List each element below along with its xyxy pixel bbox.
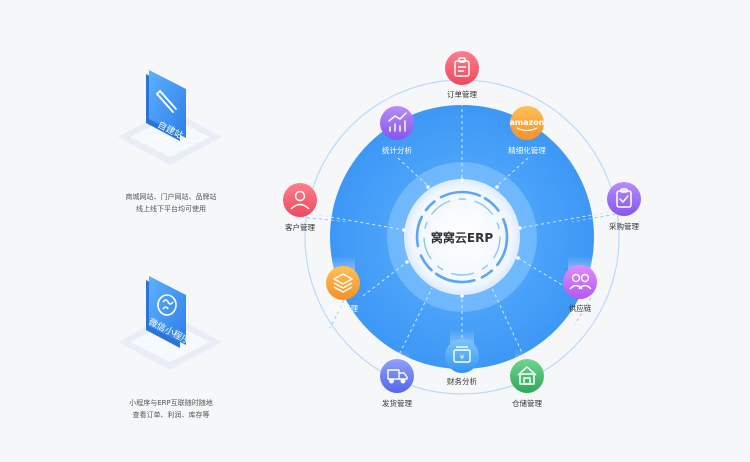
module-customer[interactable]: 客户管理 [283,173,317,232]
module-warehouse-label: 仓储管理 [512,398,542,408]
self-site-desc-line1: 商城网站、门户网站、品牌站 [126,192,217,201]
wechat-mini-program-icon [157,294,177,316]
mini-program-block: 微信小程序 小程序与ERP互联随时随地 查看订单、利润、库存等 [118,276,222,419]
user-icon [290,190,310,210]
layers-icon [333,273,353,293]
clipboard-icon [454,57,470,77]
module-warehouse[interactable]: 仓储管理 [510,350,544,408]
core-dashed-ring [415,190,509,284]
module-purchase-label: 采购管理 [609,221,639,231]
truck-icon [387,369,408,384]
svg-text:¥: ¥ [460,354,465,362]
node-circle [510,359,544,393]
module-supply-label: 供应链 [569,303,592,313]
center-title: 窝窝云ERP [431,230,493,245]
module-product[interactable]: 产品管理 [326,256,360,313]
mini-program-desc-line1: 小程序与ERP互联随时随地 [129,398,213,407]
node-circle [380,106,414,140]
connector-dots [402,178,522,298]
module-shipping[interactable]: 发货管理 [380,350,414,408]
module-product-label: 产品管理 [328,303,358,313]
module-finance-label: 财务分析 [447,376,477,386]
node-circle [326,266,360,300]
self-site-block: 自建站 商城网站、门户网站、品牌站 线上线下平台均可使用 [118,70,222,213]
wallet-icon: ¥ [453,346,471,363]
pencil-icon [156,90,177,113]
module-amazon-label: 精细化管理 [508,145,546,155]
node-circle [510,106,544,140]
module-finance[interactable]: ¥ 财务分析 [445,330,479,386]
node-circle [445,51,479,85]
module-stats[interactable]: 统计分析 [380,95,414,155]
checklist-icon [616,188,632,208]
module-order-label: 订单管理 [447,89,477,99]
people-icon [569,273,592,290]
amazon-logo-icon: amazon [510,118,545,132]
self-site-desc-line2: 线上线下平台均可使用 [136,204,206,213]
module-order[interactable]: 订单管理 [445,42,479,99]
module-customer-label: 客户管理 [285,222,315,232]
module-shipping-label: 发货管理 [382,398,412,408]
node-circle [380,359,414,393]
mini-program-desc-line2: 查看订单、利润、库存等 [133,410,210,419]
line-chart-icon [388,112,407,132]
module-purchase[interactable]: 采购管理 [607,172,641,231]
node-circle [607,182,641,216]
node-circle [445,339,479,373]
outer-dashed-lines [300,211,628,329]
node-circle [563,265,597,299]
module-supply[interactable]: 供应链 [563,256,597,313]
warehouse-icon [517,366,537,385]
svg-text:amazon: amazon [510,118,545,127]
module-amazon[interactable]: amazon 精细化管理 [508,95,546,155]
core-circle [404,179,520,295]
platform-top [130,117,210,157]
mini-program-card[interactable]: 微信小程序 [146,276,192,348]
module-stats-label: 统计分析 [382,145,412,155]
self-site-card[interactable]: 自建站 [146,70,186,142]
